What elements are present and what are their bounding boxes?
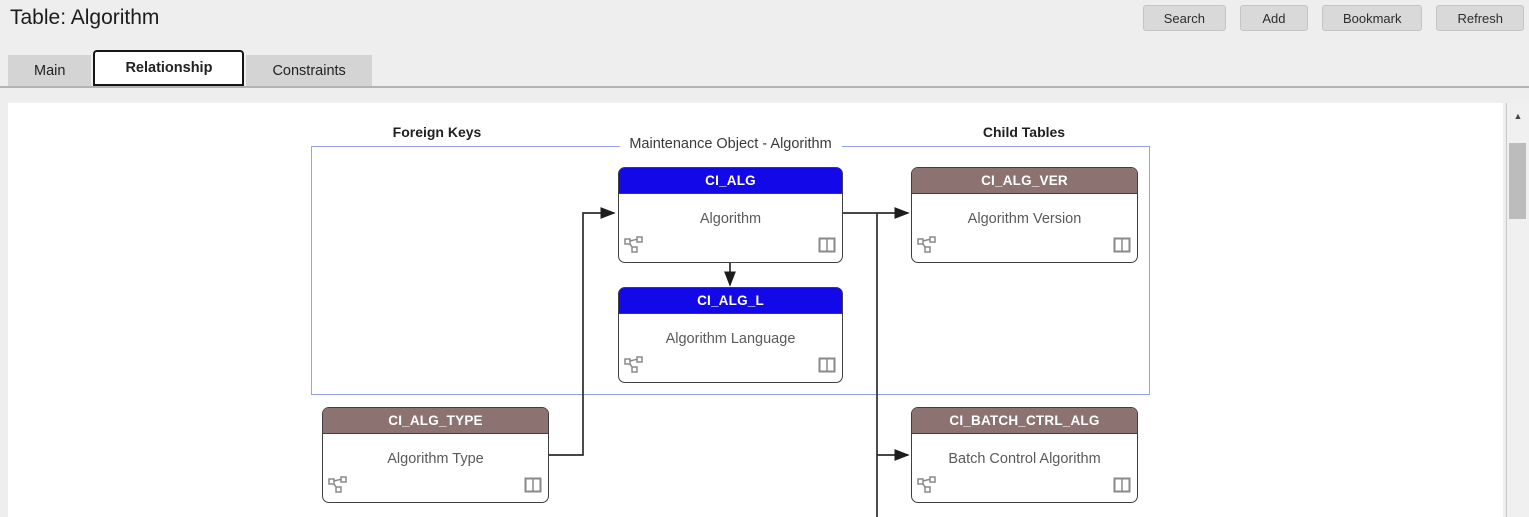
table-columns-icon <box>1113 477 1132 498</box>
entity-table-name: CI_BATCH_CTRL_ALG <box>912 408 1137 434</box>
maintenance-object-group-label: Maintenance Object - Algorithm <box>619 136 842 152</box>
bookmark-button[interactable]: Bookmark <box>1321 5 1423 31</box>
child-tables-label: Child Tables <box>982 124 1066 140</box>
scrollbar-thumb[interactable] <box>1509 143 1526 219</box>
entity-table-name: CI_ALG_TYPE <box>323 408 548 434</box>
maintenance-object-group: Maintenance Object - Algorithm <box>311 136 1150 395</box>
entity-ci-batch-ctrl-alg[interactable]: CI_BATCH_CTRL_ALG Batch Control Algorith… <box>911 407 1138 503</box>
connector-alg-type-to-alg <box>549 207 616 456</box>
relationship-icon <box>328 476 348 498</box>
entity-description: Algorithm <box>699 211 762 227</box>
relationship-diagram: Foreign Keys Child Tables Maintenance Ob… <box>8 103 1503 517</box>
tab-bar: Main Relationship Constraints <box>0 50 1529 88</box>
entity-ci-alg-ver[interactable]: CI_ALG_VER Algorithm Version <box>911 167 1138 263</box>
table-columns-icon <box>818 237 837 258</box>
entity-table-name: CI_ALG_L <box>619 288 842 314</box>
add-button[interactable]: Add <box>1239 5 1308 31</box>
relationship-icon <box>917 476 937 498</box>
vertical-scrollbar[interactable]: ▲ <box>1506 103 1529 517</box>
entity-table-name: CI_ALG_VER <box>912 168 1137 194</box>
foreign-keys-label: Foreign Keys <box>392 124 482 140</box>
entity-description: Algorithm Version <box>967 211 1082 227</box>
table-columns-icon <box>1113 237 1132 258</box>
connector-layer <box>549 207 910 517</box>
entity-description: Algorithm Language <box>665 331 796 347</box>
entity-ci-alg-l[interactable]: CI_ALG_L Algorithm Language <box>618 287 843 383</box>
entity-ci-alg-type[interactable]: CI_ALG_TYPE Algorithm Type <box>322 407 549 503</box>
table-columns-icon <box>524 477 543 498</box>
scroll-up-button[interactable]: ▲ <box>1513 111 1523 121</box>
relationship-icon <box>624 356 644 378</box>
search-button[interactable]: Search <box>1142 5 1226 31</box>
tab-relationship[interactable]: Relationship <box>93 50 245 86</box>
entity-description: Algorithm Type <box>387 451 484 467</box>
entity-ci-alg[interactable]: CI_ALG Algorithm <box>618 167 843 263</box>
page-title: Table: Algorithm <box>10 6 160 29</box>
relationship-icon <box>624 236 644 258</box>
relationship-icon <box>917 236 937 258</box>
table-columns-icon <box>818 357 837 378</box>
tab-constraints[interactable]: Constraints <box>246 55 372 86</box>
entity-description: Batch Control Algorithm <box>948 451 1101 467</box>
entity-table-name: CI_ALG <box>619 168 842 194</box>
toolbar: Search Add Bookmark Refresh <box>1142 5 1524 31</box>
refresh-button[interactable]: Refresh <box>1436 5 1524 31</box>
tab-main[interactable]: Main <box>8 55 92 86</box>
